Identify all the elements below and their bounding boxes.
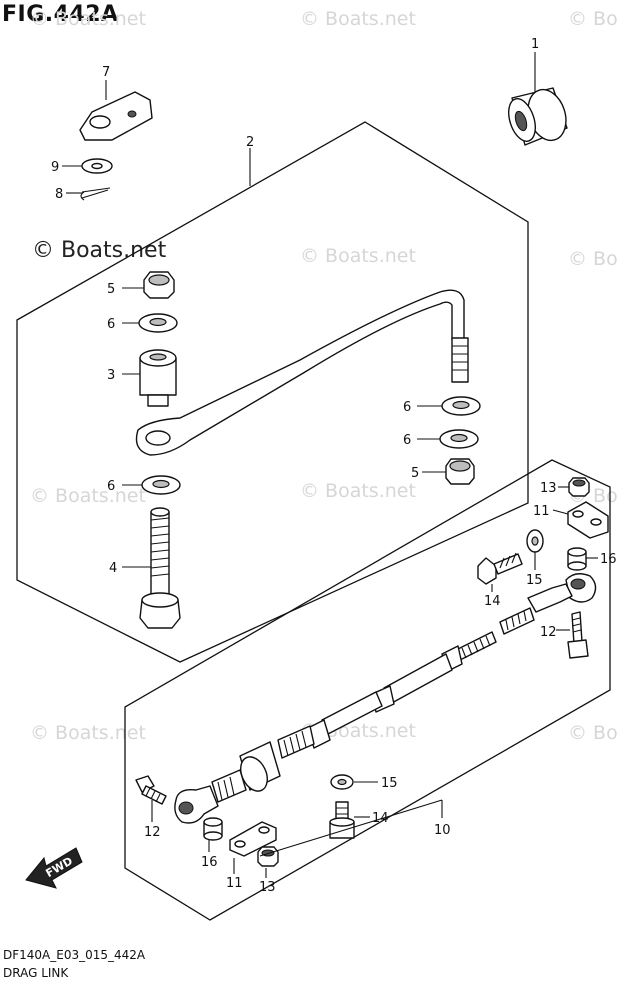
part-6-washer-right-2 (439, 429, 479, 449)
watermark: © Boats.net (300, 8, 416, 30)
watermark: © Bo (568, 722, 618, 744)
watermark: © Boats.net (30, 485, 146, 507)
part-6-washer-right-1 (441, 396, 481, 416)
callout-6-lower: 6 (107, 479, 115, 494)
part-10-drag-link-assembly (174, 573, 597, 824)
part-8-cotter-pin (80, 187, 111, 201)
callout-7: 7 (102, 65, 110, 80)
callout-14-upper: 14 (484, 594, 501, 609)
watermark: © Boats.net (30, 722, 146, 744)
part-16-collar-lower (203, 817, 223, 841)
watermark: © Boats.net (300, 480, 416, 502)
part-12-bolt-right (567, 611, 589, 659)
part-1-bushing (508, 87, 568, 146)
callout-6-right-1: 6 (403, 400, 411, 415)
lower-assembly-box (124, 459, 611, 921)
callout-6-upper: 6 (107, 317, 115, 332)
part-11-plate-lower (229, 821, 277, 857)
figure-code: DF140A_E03_015_442A (3, 948, 146, 962)
part-6-washer-upper (138, 313, 178, 333)
part-5-nut-upper (143, 271, 175, 299)
callout-2: 2 (246, 135, 254, 150)
part-11-plate-upper (567, 501, 609, 539)
callout-5-right: 5 (411, 466, 419, 481)
part-14-bolt-upper (477, 552, 523, 585)
callout-6-right-2: 6 (403, 433, 411, 448)
callout-4: 4 (109, 561, 117, 576)
callout-16-lower: 16 (201, 855, 218, 870)
part-4-bolt (139, 507, 181, 629)
part-16-collar-upper (567, 547, 587, 571)
part-15-washer-lower (330, 774, 354, 790)
part-12-bolt-left (135, 775, 167, 805)
part-6-washer-lower (141, 475, 181, 495)
watermark: © Bo (568, 248, 618, 270)
part-13-nut-upper (568, 477, 590, 497)
callout-12-left: 12 (144, 825, 161, 840)
fwd-arrow-icon: FWD (25, 847, 83, 889)
callout-16-upper: 16 (600, 552, 617, 567)
callout-14-lower: 14 (372, 811, 389, 826)
callout-13-lower: 13 (259, 880, 276, 895)
callout-11-lower: 11 (226, 876, 243, 891)
watermark: © Boats.net (300, 245, 416, 267)
part-14-bolt-lower (329, 801, 355, 839)
part-15-washer-upper (526, 529, 544, 553)
callout-8: 8 (55, 187, 63, 202)
part-7-bracket (79, 91, 153, 141)
figure-caption: DRAG LINK (3, 966, 69, 980)
callout-10: 10 (434, 823, 451, 838)
callout-5-upper: 5 (107, 282, 115, 297)
callout-15-lower: 15 (381, 776, 398, 791)
callout-12-right: 12 (540, 625, 557, 640)
part-9-washer (81, 158, 113, 174)
watermark: © Boats.net (30, 8, 146, 30)
callout-3: 3 (107, 368, 115, 383)
part-2-drag-link-rod (135, 289, 469, 456)
upper-assembly-box (16, 121, 529, 663)
figure-title: FIG.442A (2, 2, 119, 27)
callout-15-upper: 15 (526, 573, 543, 588)
callout-11-upper: 11 (533, 504, 550, 519)
part-5-nut-right (445, 458, 475, 485)
leader-lines (62, 52, 598, 878)
watermark-primary: © Boats.net (32, 238, 167, 263)
callout-13-upper: 13 (540, 481, 557, 496)
callout-9: 9 (51, 160, 59, 175)
callout-1: 1 (531, 37, 539, 52)
watermark: © Bo (568, 8, 618, 30)
part-3-spacer (139, 349, 177, 407)
part-13-nut-lower (257, 846, 279, 867)
